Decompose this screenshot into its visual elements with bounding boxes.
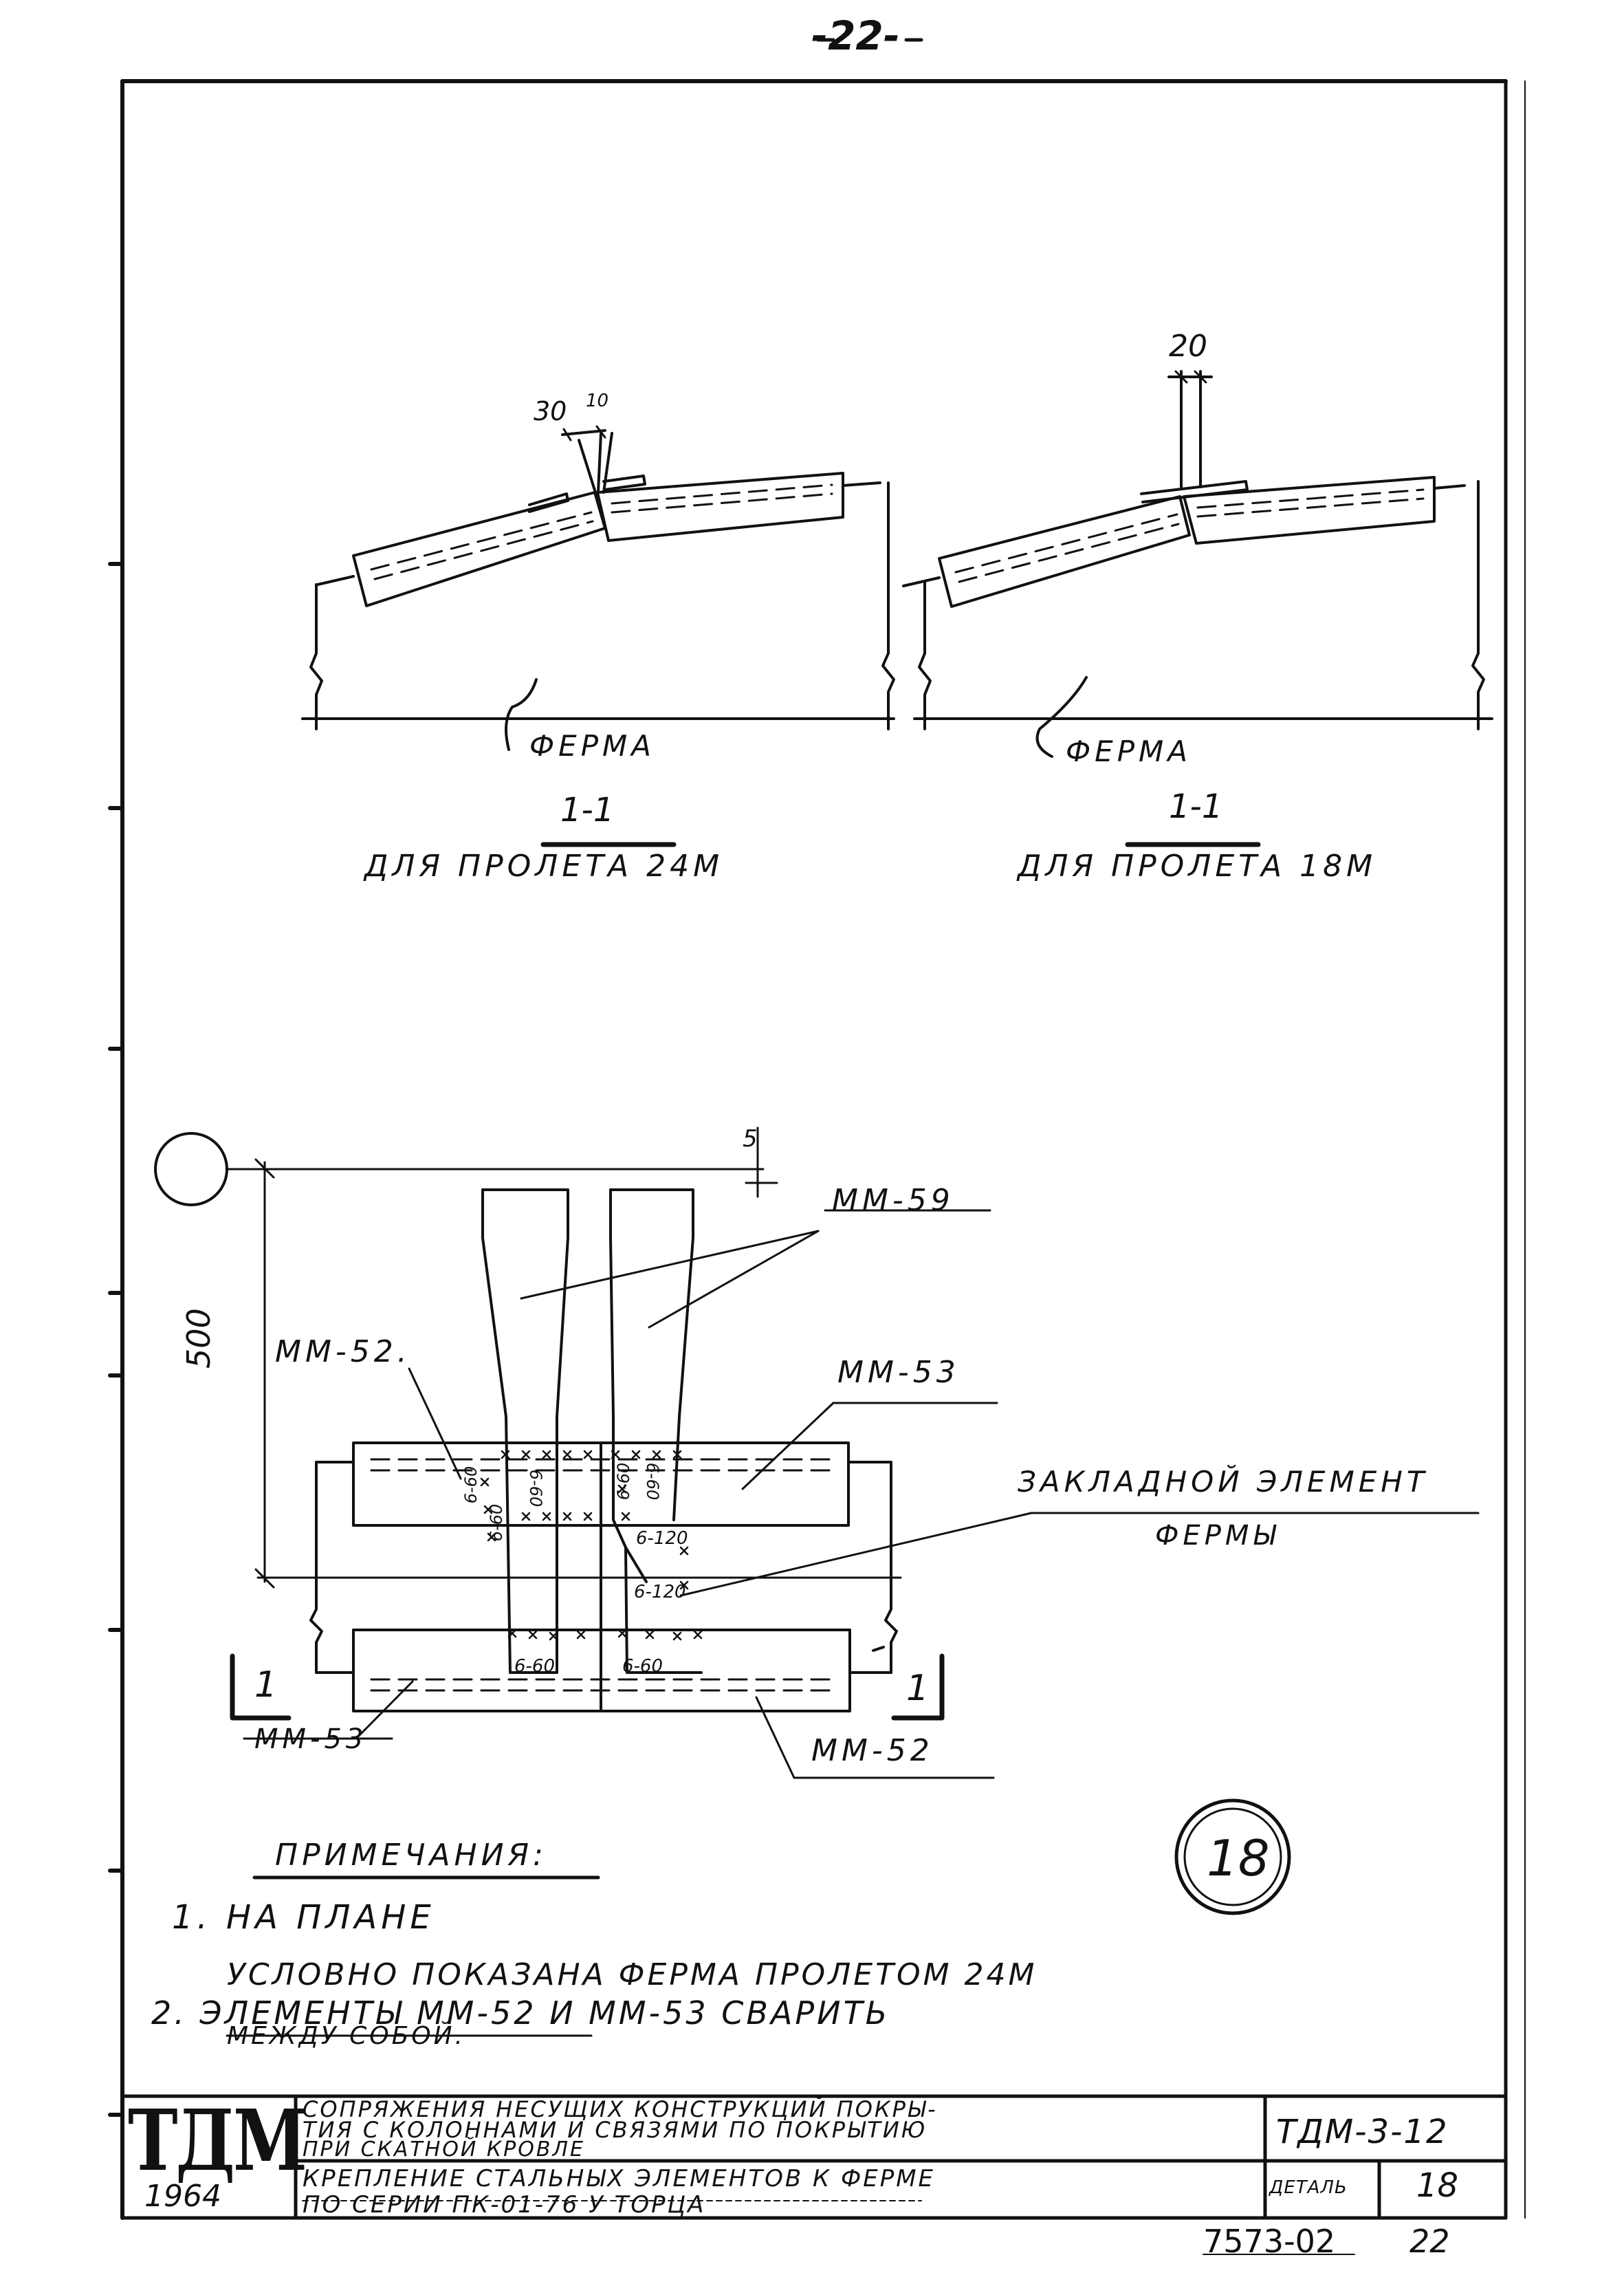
section-24m-drawing xyxy=(301,425,895,847)
label-embedded-element: Закладной элемент xyxy=(1018,1465,1429,1499)
caption-24m: Для пролета 24м xyxy=(364,849,724,884)
section-mark-24m: 1-1 xyxy=(560,791,615,829)
section-18m-drawing xyxy=(902,370,1493,847)
title-line-1: Сопряжения несущих конструкций покры- xyxy=(303,2096,938,2122)
cut-mark-left: 1 xyxy=(254,1664,278,1706)
detail-number: 18 xyxy=(1207,1829,1270,1887)
drawing-frame xyxy=(108,79,1526,2220)
dim-500: 500 xyxy=(180,1308,217,1369)
page-number: -22- xyxy=(811,12,900,59)
title-line-2: тия с колоннами и связями по покрытию xyxy=(303,2117,928,2143)
label-mm-59: ММ-59 xyxy=(832,1183,954,1218)
drawing-code: ТДМ-3-12 xyxy=(1276,2113,1449,2151)
weld-label: 6-60 xyxy=(614,1462,634,1501)
weld-label: 6-60 xyxy=(526,1469,546,1507)
weld-label: 6-60 xyxy=(487,1503,507,1542)
title-block-lines xyxy=(120,2094,1508,2220)
dim-30: 30 xyxy=(534,396,567,426)
note-2a: 2. Элементы ММ-52 и ММ-53 сварить xyxy=(151,1994,890,2032)
truss-label-24m: ферма xyxy=(529,729,655,763)
plan-drawing xyxy=(154,1126,1480,1779)
section-mark-18m: 1-1 xyxy=(1169,787,1223,826)
title-line-3: при скатной кровле xyxy=(303,2137,585,2162)
detail-label: Деталь xyxy=(1269,2177,1348,2198)
dim-20: 20 xyxy=(1169,329,1207,364)
note-1a: 1. На плане xyxy=(172,1898,435,1937)
dim-5: 5 xyxy=(743,1125,758,1153)
subtitle-line-1: Крепление стальных элементов к ферме xyxy=(303,2165,936,2192)
label-embedded-element-truss: фермы xyxy=(1155,1520,1280,1552)
note-1b: условно показана ферма пролетом 24м xyxy=(227,1957,1038,1992)
footer-page: 22 xyxy=(1409,2223,1450,2260)
weld-label: 6-60 xyxy=(514,1656,556,1677)
footer-code: 7573-02 xyxy=(1203,2223,1336,2260)
weld-label: 6-120 xyxy=(634,1582,686,1602)
label-mm-52-top: ММ-52. xyxy=(275,1334,411,1369)
title-block-year: 1964 xyxy=(144,2179,221,2214)
note-2b: между собой. xyxy=(227,2022,465,2050)
weld-label: 6-60 xyxy=(643,1462,663,1501)
label-mm-53-bottom: ММ-53 xyxy=(254,1723,368,1755)
caption-18m: Для пролета 18м xyxy=(1018,849,1377,884)
dim-10: 10 xyxy=(586,391,609,411)
detail-number-cell: 18 xyxy=(1416,2166,1459,2205)
weld-label: 6-60 xyxy=(461,1466,481,1504)
subtitle-line-2: по серии ПК-01-76 у торца xyxy=(303,2191,706,2219)
notes-heading: Примечания: xyxy=(275,1838,547,1873)
tdm-logo: ТДМ xyxy=(128,2091,307,2190)
truss-label-18m: ферма xyxy=(1066,734,1192,768)
detail-number-circle xyxy=(1174,1798,1291,1915)
weld-label: 6-120 xyxy=(636,1528,688,1549)
weld-label: 6-60 xyxy=(622,1656,663,1677)
label-mm-53-top: ММ-53 xyxy=(837,1355,960,1390)
cut-mark-right: 1 xyxy=(906,1668,930,1709)
label-mm-52-bottom: ММ-52 xyxy=(811,1733,934,1768)
